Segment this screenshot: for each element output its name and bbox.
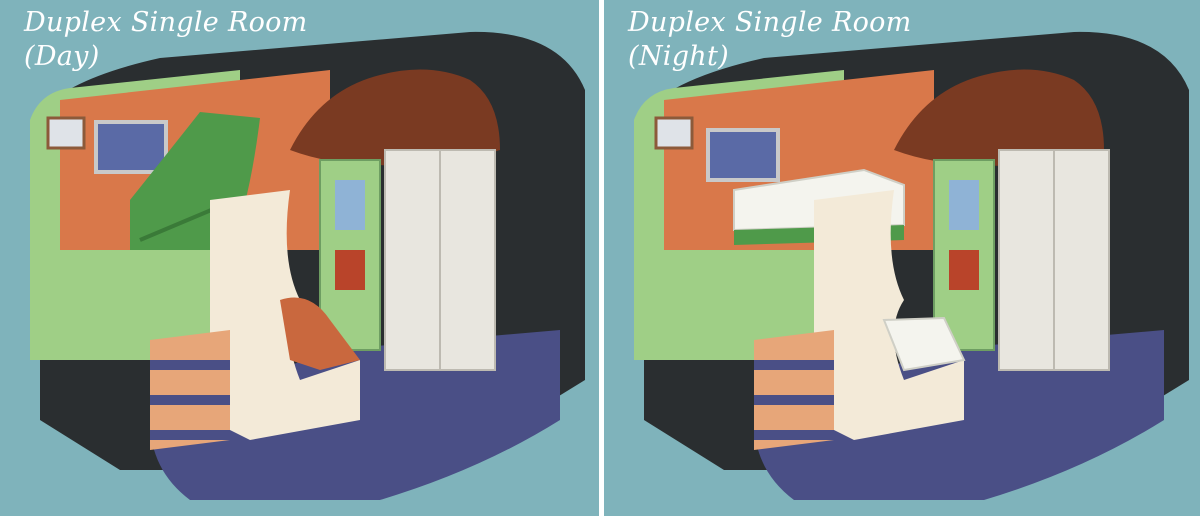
panel-day: Duplex Single Room (Day) (0, 0, 599, 516)
panel-day-title: Duplex Single Room (Day) (24, 6, 308, 74)
day-cutaway-illustration (30, 31, 585, 500)
panel-night-title: Duplex Single Room (Night) (628, 6, 912, 74)
panel-night-title-line1: Duplex Single Room (628, 7, 912, 38)
panel-day-title-line2: (Day) (24, 41, 100, 72)
lower-bed (882, 316, 966, 372)
panel-night: Duplex Single Room (Night) (604, 0, 1200, 516)
ceiling-cutaway (894, 69, 1104, 166)
mirror (46, 116, 86, 150)
mirror (654, 116, 694, 150)
panel-day-title-line1: Duplex Single Room (24, 7, 308, 38)
panel-night-title-line2: (Night) (628, 41, 729, 72)
night-cutaway-illustration (634, 31, 1189, 500)
cream-partition (814, 190, 964, 440)
window (706, 128, 780, 182)
window (94, 120, 168, 174)
ceiling-cutaway (290, 69, 500, 166)
orange-chair (280, 297, 360, 370)
